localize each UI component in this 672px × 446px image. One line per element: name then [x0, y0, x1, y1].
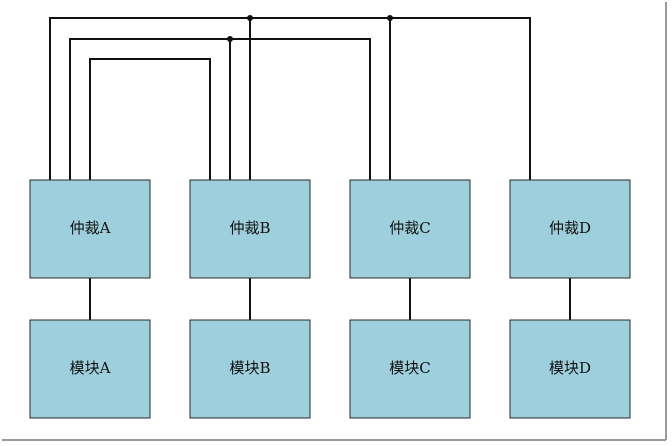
module-label: 模块D [549, 359, 591, 377]
module-row: 模块A 模块B 模块C 模块D [29, 319, 631, 419]
arbiter-label: 仲裁C [389, 219, 430, 237]
module-label: 模块A [70, 359, 111, 377]
arbiter-label: 仲裁A [70, 219, 111, 237]
bus-wire-middle [69, 38, 371, 180]
module-label: 模块B [229, 359, 270, 377]
arbiter-box-b: 仲裁B [189, 179, 311, 279]
bus-wires [49, 15, 531, 180]
module-box-d: 模块D [509, 319, 631, 419]
arbiter-module-links [89, 278, 571, 320]
arbiter-box-c: 仲裁C [349, 179, 471, 279]
junction-dot [247, 15, 253, 21]
module-label: 模块C [389, 359, 430, 377]
junction-dot [387, 15, 393, 21]
module-box-b: 模块B [189, 319, 311, 419]
arbiter-label: 仲裁B [229, 219, 270, 237]
module-box-c: 模块C [349, 319, 471, 419]
arbiter-box-d: 仲裁D [509, 179, 631, 279]
module-box-a: 模块A [29, 319, 151, 419]
arbiter-box-a: 仲裁A [29, 179, 151, 279]
arbiter-row: 仲裁A 仲裁B 仲裁C 仲裁D [29, 179, 631, 279]
junction-dot [227, 36, 233, 42]
arbiter-label: 仲裁D [549, 219, 591, 237]
bus-wire-outer [49, 17, 531, 180]
bus-wire-inner [89, 58, 211, 180]
